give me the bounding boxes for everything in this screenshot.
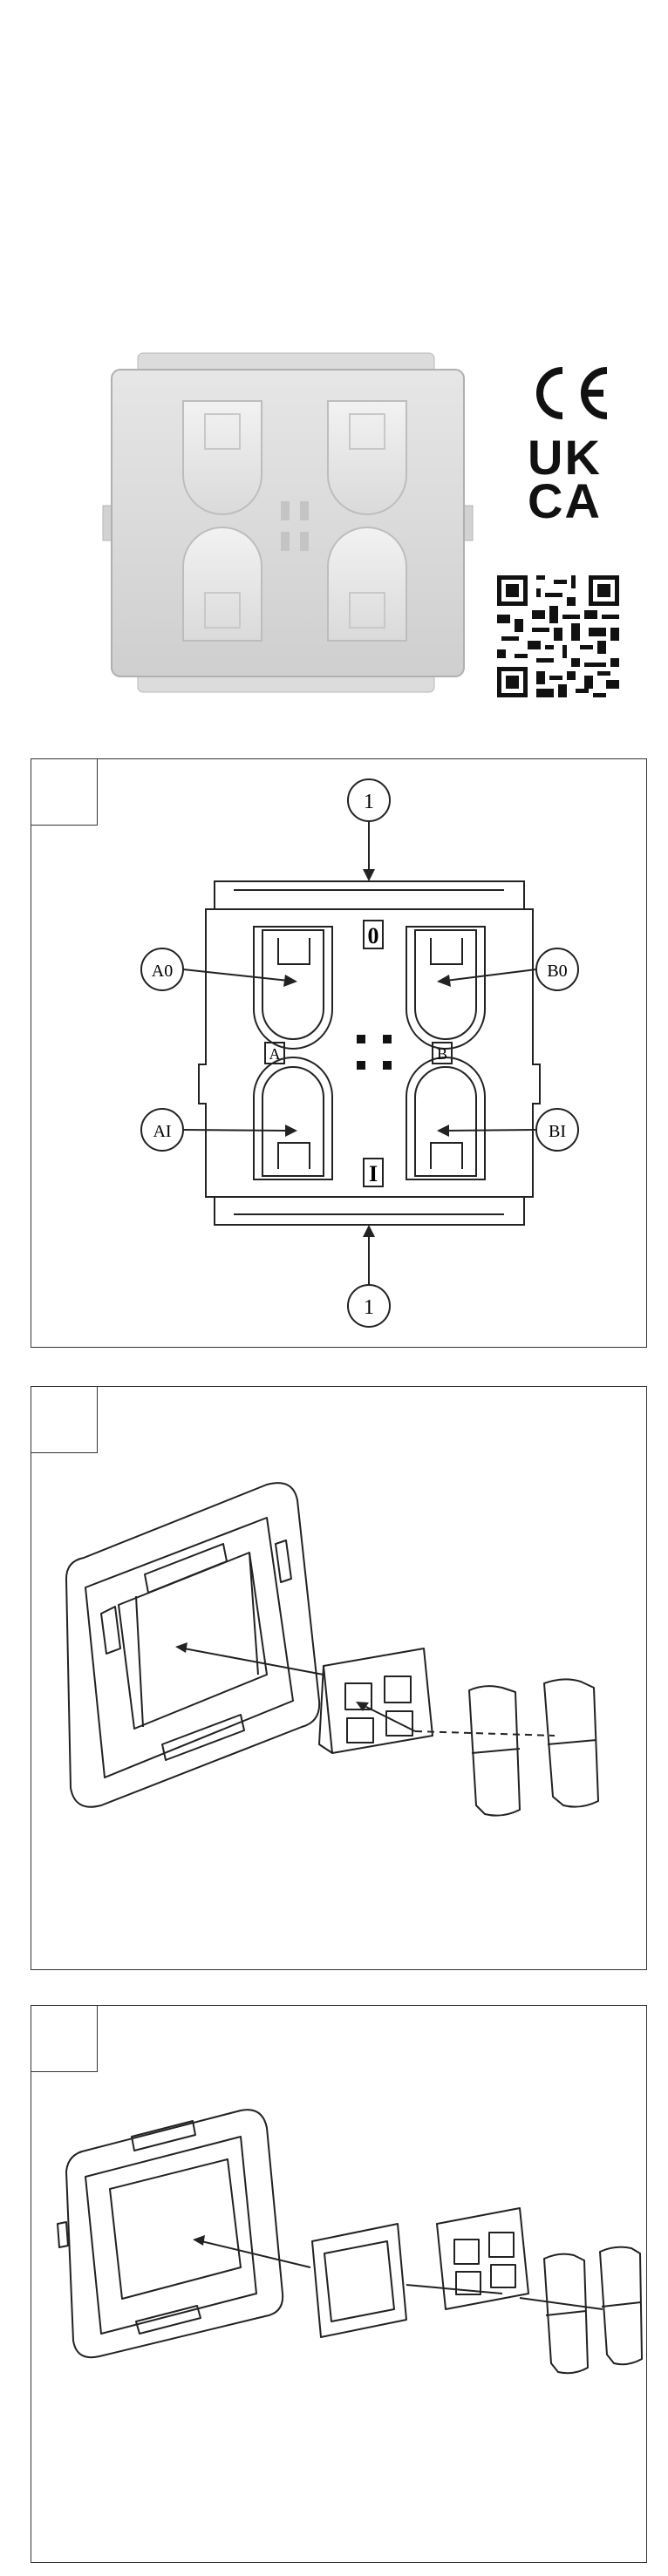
- callout-b0: B0: [547, 962, 567, 981]
- button-layout-diagram: 1 1 A0 B0 AI BI 0 I A B: [31, 759, 646, 1347]
- callout-bi: BI: [549, 1122, 566, 1141]
- label-b: B: [437, 1045, 447, 1063]
- label-a: A: [269, 1045, 281, 1063]
- figure-panel-1: 1 1 A0 B0 AI BI 0 I A B: [31, 758, 647, 1348]
- product-photo: [87, 349, 488, 697]
- callout-ai: AI: [153, 1122, 171, 1141]
- mounting-exploded-view-1: [31, 1387, 646, 1969]
- ukca-mark: UK CA: [528, 436, 615, 523]
- callout-1-bottom: 1: [364, 1296, 374, 1319]
- label-i: I: [369, 1161, 378, 1186]
- ce-mark: [523, 362, 610, 425]
- mounting-exploded-view-2: [31, 2006, 646, 2562]
- figure-panel-3: [31, 2005, 647, 2563]
- qr-code[interactable]: [497, 575, 619, 697]
- callout-a0: A0: [152, 962, 173, 981]
- label-o: 0: [368, 923, 379, 948]
- ukca-line-2: CA: [528, 479, 615, 523]
- figure-panel-2: [31, 1386, 647, 1970]
- callout-1-top: 1: [364, 791, 374, 813]
